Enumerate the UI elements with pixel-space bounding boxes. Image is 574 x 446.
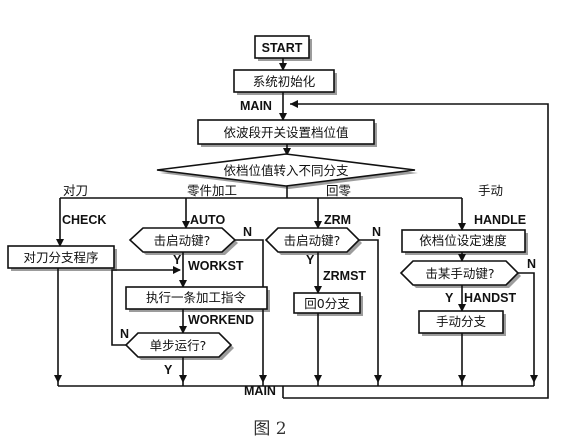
step-no-label: N: [120, 327, 129, 341]
arrowhead: [314, 221, 322, 229]
start-label: START: [262, 41, 303, 55]
handle-proc-node: [418, 310, 504, 334]
exec-label: 执行一条加工指令: [146, 290, 247, 305]
auto-yes-label: Y: [173, 253, 182, 267]
edge-auto-no: [235, 239, 264, 386]
arrowhead: [458, 375, 466, 383]
handle-proc-label: 手动分支: [436, 314, 487, 329]
arrowhead: [458, 304, 466, 312]
branch-decision: [156, 153, 416, 187]
arrowhead: [179, 280, 187, 288]
workend-label: WORKEND: [188, 313, 254, 327]
auto-decision-label: 击启动键?: [154, 233, 211, 248]
branch-label: 依档位值转入不同分支: [223, 163, 349, 178]
arrowhead: [179, 326, 187, 334]
check-proc-node: [7, 245, 115, 269]
zrm-yes-label: Y: [306, 253, 315, 267]
start-node: [254, 35, 310, 59]
arrowhead: [279, 113, 287, 121]
handle-no-label: N: [527, 257, 536, 271]
step-label: 单步运行?: [150, 338, 207, 353]
set-pos-node: [197, 119, 375, 145]
exec-node: [125, 286, 268, 310]
arrowhead: [458, 223, 466, 231]
handle-decision-label: 击某手动键?: [425, 266, 494, 281]
arrowhead: [259, 375, 267, 383]
loop-back: [283, 103, 549, 399]
arrowhead: [314, 375, 322, 383]
check-proc-label: 对刀分支程序: [23, 250, 98, 265]
arrowhead: [283, 148, 291, 156]
zrm-proc-node: [293, 292, 361, 314]
step-decision: [124, 332, 233, 358]
init-label: 系统初始化: [253, 74, 316, 89]
edge-step-no: [111, 269, 180, 346]
handle-yes-label: Y: [445, 291, 454, 305]
arrowhead: [374, 375, 382, 383]
set-pos-label: 依波段开关设置档位值: [223, 125, 348, 140]
zrm-decision: [264, 227, 361, 253]
edge-handle-no: [518, 272, 535, 386]
handst-label: HANDST: [464, 291, 516, 305]
handle-decision: [399, 260, 520, 286]
auto-cn-label: 零件加工: [187, 183, 237, 198]
handle-cn-label: 手动: [478, 183, 503, 198]
auto-en-label: AUTO: [190, 213, 225, 227]
arrowhead: [530, 375, 538, 383]
arrowhead: [290, 100, 298, 108]
step-yes-label: Y: [164, 363, 173, 377]
zrm-decision-label: 击启动键?: [284, 233, 341, 248]
arrowhead: [179, 375, 187, 383]
set-speed-label: 依档位设定速度: [419, 233, 507, 248]
handle-en-label: HANDLE: [474, 213, 526, 227]
arrowhead: [279, 63, 287, 71]
zrm-cn-label: 回零: [326, 183, 352, 198]
workst-label: WORKST: [188, 259, 244, 273]
auto-decision: [128, 227, 237, 253]
figure-caption: 图 2: [253, 419, 286, 439]
edge-zrm-no: [359, 239, 379, 386]
zrm-no-label: N: [372, 225, 381, 239]
arrowhead: [458, 254, 466, 262]
main-bottom-label: MAIN: [244, 384, 276, 398]
auto-no-label: N: [243, 225, 252, 239]
arrowhead: [182, 221, 190, 229]
arrowhead: [54, 375, 62, 383]
zrmst-label: ZRMST: [323, 269, 366, 283]
check-en-label: CHECK: [62, 213, 106, 227]
main-top-label: MAIN: [240, 99, 272, 113]
arrowhead: [173, 266, 181, 274]
set-speed-node: [401, 229, 526, 253]
arrowhead: [314, 286, 322, 294]
zrm-en-label: ZRM: [324, 213, 351, 227]
init-node: [233, 69, 335, 93]
zrm-proc-label: 回0分支: [304, 296, 350, 311]
check-cn-label: 对刀: [63, 183, 88, 198]
arrowhead: [56, 239, 64, 247]
